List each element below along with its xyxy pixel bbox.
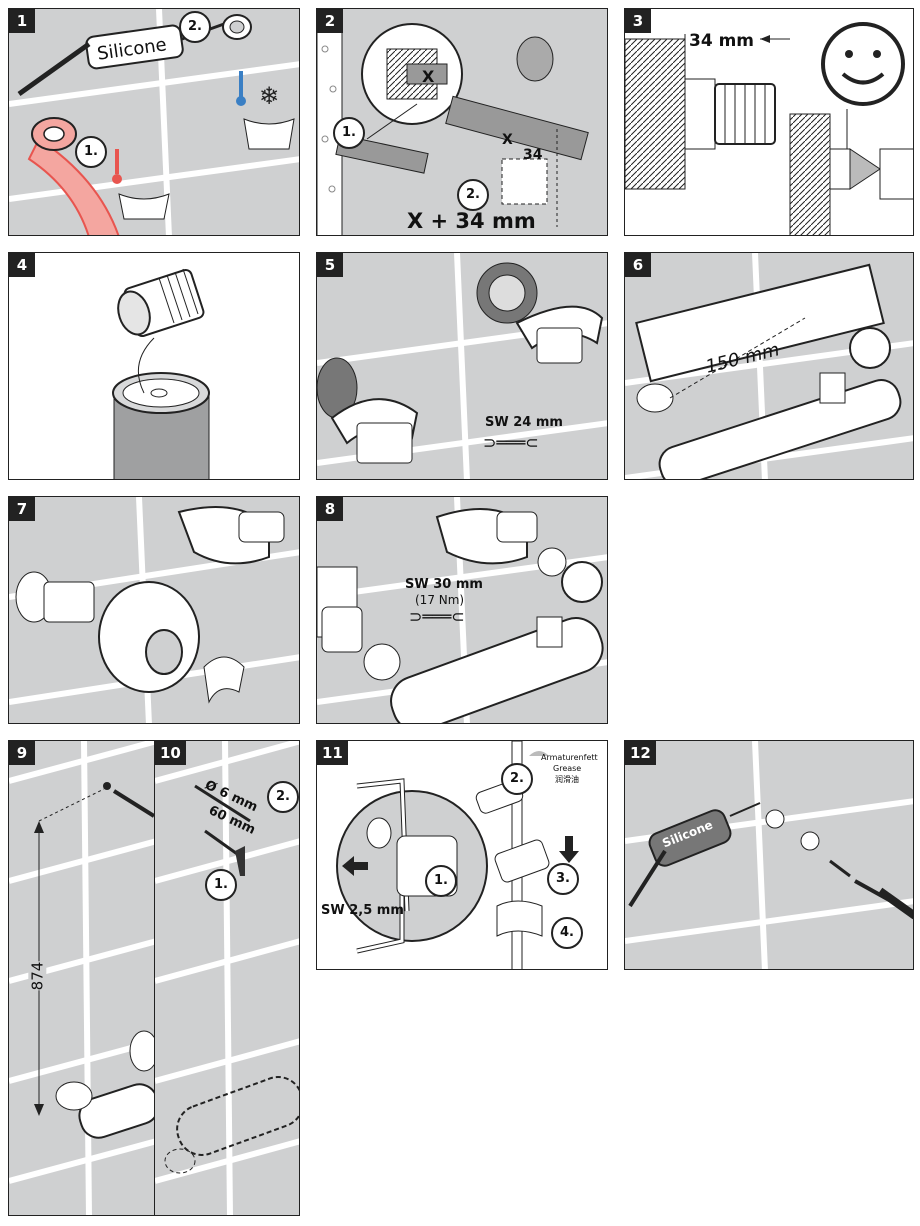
step-number: 9: [9, 741, 35, 765]
step-4-panel: 4: [8, 252, 300, 480]
grease-label-de: Armaturenfett: [541, 753, 598, 762]
step-1-panel: 1 ❄ Silicone 1. 2.: [8, 8, 300, 236]
dim-34mm-label: 34 mm: [689, 31, 755, 51]
step-number: 11: [317, 741, 348, 765]
dim-34-label: 34: [523, 147, 543, 163]
substep-2: 2.: [267, 781, 299, 813]
substep-4: 4.: [551, 917, 583, 949]
step-number: 8: [317, 497, 343, 521]
step-9-illustration: [9, 741, 155, 1215]
step-6-panel: 6 150 mm: [624, 252, 914, 480]
step-3-illustration: [625, 22, 913, 235]
step-8-illustration: [317, 497, 607, 723]
height-label: 874: [28, 961, 47, 991]
substep-3: 3.: [547, 863, 579, 895]
step-number: 4: [9, 253, 35, 277]
step-12-panel: 12 Silicone: [624, 740, 914, 970]
step-8-panel: 8 SW 30 mm (17 Nm) ⊃═══⊂: [316, 496, 608, 724]
substep-2: 2.: [457, 179, 489, 211]
x-label-saw: X: [502, 132, 513, 148]
step-number: 12: [625, 741, 656, 765]
step-10-illustration: [155, 741, 299, 1215]
step-3-panel: 3 34 mm: [624, 8, 914, 236]
torque-label: (17 Nm): [415, 593, 465, 607]
step-5-panel: 5 SW 24 mm ⊃═══⊂: [316, 252, 608, 480]
formula-label: X + 34 mm: [407, 209, 536, 233]
substep-1: 1.: [75, 136, 107, 168]
svg-text:❄: ❄: [259, 82, 279, 110]
step-number: 7: [9, 497, 35, 521]
substep-1: 1.: [205, 869, 237, 901]
step-2-illustration: [317, 9, 589, 235]
grease-label-cn: 润滑油: [555, 775, 579, 784]
grease-label-en: Grease: [553, 764, 582, 773]
step-5-illustration: [317, 253, 607, 479]
step-11-panel: 11 Armaturenfett Grease 润滑油 SW 2,5 mm 1.…: [316, 740, 608, 970]
wrench-icon: ⊃═══⊂: [483, 433, 539, 452]
step-7-illustration: [9, 497, 299, 723]
step-number: 2: [317, 9, 343, 33]
step-2-panel: 2 X X 34 X + 34 mm 1. 2.: [316, 8, 608, 236]
wrench-size-label: SW 24 mm: [485, 415, 563, 430]
step-11-illustration: [336, 741, 602, 969]
step-number: 10: [155, 741, 186, 765]
wrench-size-label: SW 30 mm: [405, 577, 483, 592]
step-number: 3: [625, 9, 651, 33]
step-number: 6: [625, 253, 651, 277]
substep-2: 2.: [179, 11, 211, 43]
step-number: 1: [9, 9, 35, 33]
substep-1: 1.: [333, 117, 365, 149]
x-label: X: [422, 67, 435, 86]
step-4-illustration: [112, 268, 210, 479]
step-number: 5: [317, 253, 343, 277]
step-1-illustration: ❄: [9, 9, 299, 235]
wrench-size-label: SW 2,5 mm: [321, 903, 404, 918]
substep-1: 1.: [425, 865, 457, 897]
step-9-panel: 9 874: [8, 740, 156, 1216]
step-10-panel: 10 Ø 6 mm 60 mm 1. 2.: [154, 740, 300, 1216]
substep-2: 2.: [501, 763, 533, 795]
step-12-illustration: [625, 741, 913, 969]
step-6-illustration: [625, 253, 913, 479]
step-7-panel: 7: [8, 496, 300, 724]
wrench-icon: ⊃═══⊂: [409, 607, 465, 626]
